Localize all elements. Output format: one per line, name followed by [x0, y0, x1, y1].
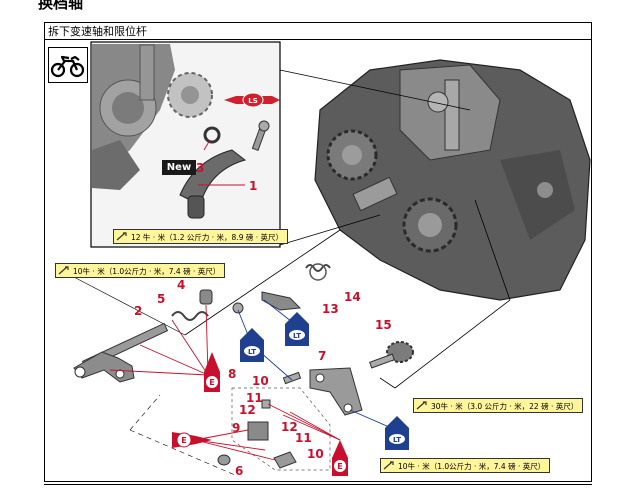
lt-bottle-icon: LT — [240, 328, 264, 362]
part-number-11-b: 11 — [295, 431, 312, 445]
title-divider — [44, 39, 592, 40]
inset-bolt — [251, 120, 270, 152]
svg-text:E: E — [209, 378, 214, 387]
spring — [171, 311, 209, 321]
part-number-14: 14 — [344, 290, 361, 304]
part-number-7: 7 — [318, 349, 326, 363]
part-number-2: 2 — [134, 304, 142, 318]
procedure-frame — [44, 22, 592, 482]
motorcycle-icon — [48, 47, 88, 83]
svg-text:E: E — [337, 462, 342, 471]
torque-spec-shift-shaft: 10牛 · 米（1.0公斤力 · 米，7.4 磅 · 英尺） — [55, 263, 226, 278]
torque-wrench-icon — [383, 461, 394, 470]
part-number-12-b: 12 — [281, 420, 298, 434]
section-title: 拆下变速轴和限位杆 — [48, 25, 147, 38]
torque-wrench-icon — [116, 232, 127, 241]
assembly-outline — [231, 387, 331, 471]
part-number-9: 9 — [232, 421, 240, 435]
oil-bottle-icon: E — [204, 352, 220, 392]
part-number-1: 1 — [249, 179, 257, 193]
part-number-13: 13 — [322, 302, 339, 316]
oil-bottle-icon: E — [332, 440, 348, 476]
svg-text:E: E — [181, 436, 186, 445]
stopper-body — [247, 421, 269, 441]
svg-text:LT: LT — [248, 348, 256, 356]
torque-wrench-icon — [416, 401, 427, 410]
part-number-11: 11 — [246, 391, 263, 405]
torque-spec-inset: 12 牛 · 米（1.2 公斤力 · 米，8.9 磅 · 英尺） — [113, 229, 289, 244]
svg-text:LT: LT — [393, 436, 401, 444]
torque-wrench-icon — [58, 266, 69, 275]
lt-bottle-icon: LT — [385, 416, 409, 450]
part-number-10-b: 10 — [307, 447, 324, 461]
part-number-8: 8 — [228, 367, 236, 381]
svg-text:LS: LS — [248, 97, 258, 105]
shift-lever — [261, 291, 302, 311]
torsion-spring — [305, 264, 331, 272]
part-number-5: 5 — [157, 292, 165, 306]
torque-spec-drum: 30牛 · 米（3.0 公斤力 · 米，22 磅 · 英尺） — [413, 398, 584, 413]
part-number-3: 3 — [196, 161, 204, 175]
washer — [203, 126, 221, 144]
part-number-12: 12 — [239, 403, 256, 417]
part-number-15: 15 — [375, 318, 392, 332]
new-part-badge: New — [162, 160, 196, 175]
oil-seal — [217, 454, 231, 466]
inset-engine-detail — [92, 44, 213, 190]
torque-spec-stopper: 10牛 · 米（1.0公斤力 · 米，7.4 磅 · 英尺） — [380, 458, 551, 473]
lt-bottle-icon: LT — [285, 312, 309, 346]
grease-tube-icon: LS — [224, 92, 280, 108]
part-number-6: 6 — [235, 464, 243, 478]
part-number-10: 10 — [252, 374, 269, 388]
shift-shaft — [73, 322, 169, 383]
bottom-divider — [44, 484, 592, 485]
part-number-4: 4 — [177, 278, 185, 292]
bushing — [199, 289, 213, 305]
engine-block — [314, 59, 591, 301]
shift-drum-segment — [369, 341, 414, 369]
page-title: 换档轴 — [38, 0, 84, 12]
oil-bottle-icon: E — [172, 432, 212, 448]
svg-text:LT: LT — [293, 332, 301, 340]
